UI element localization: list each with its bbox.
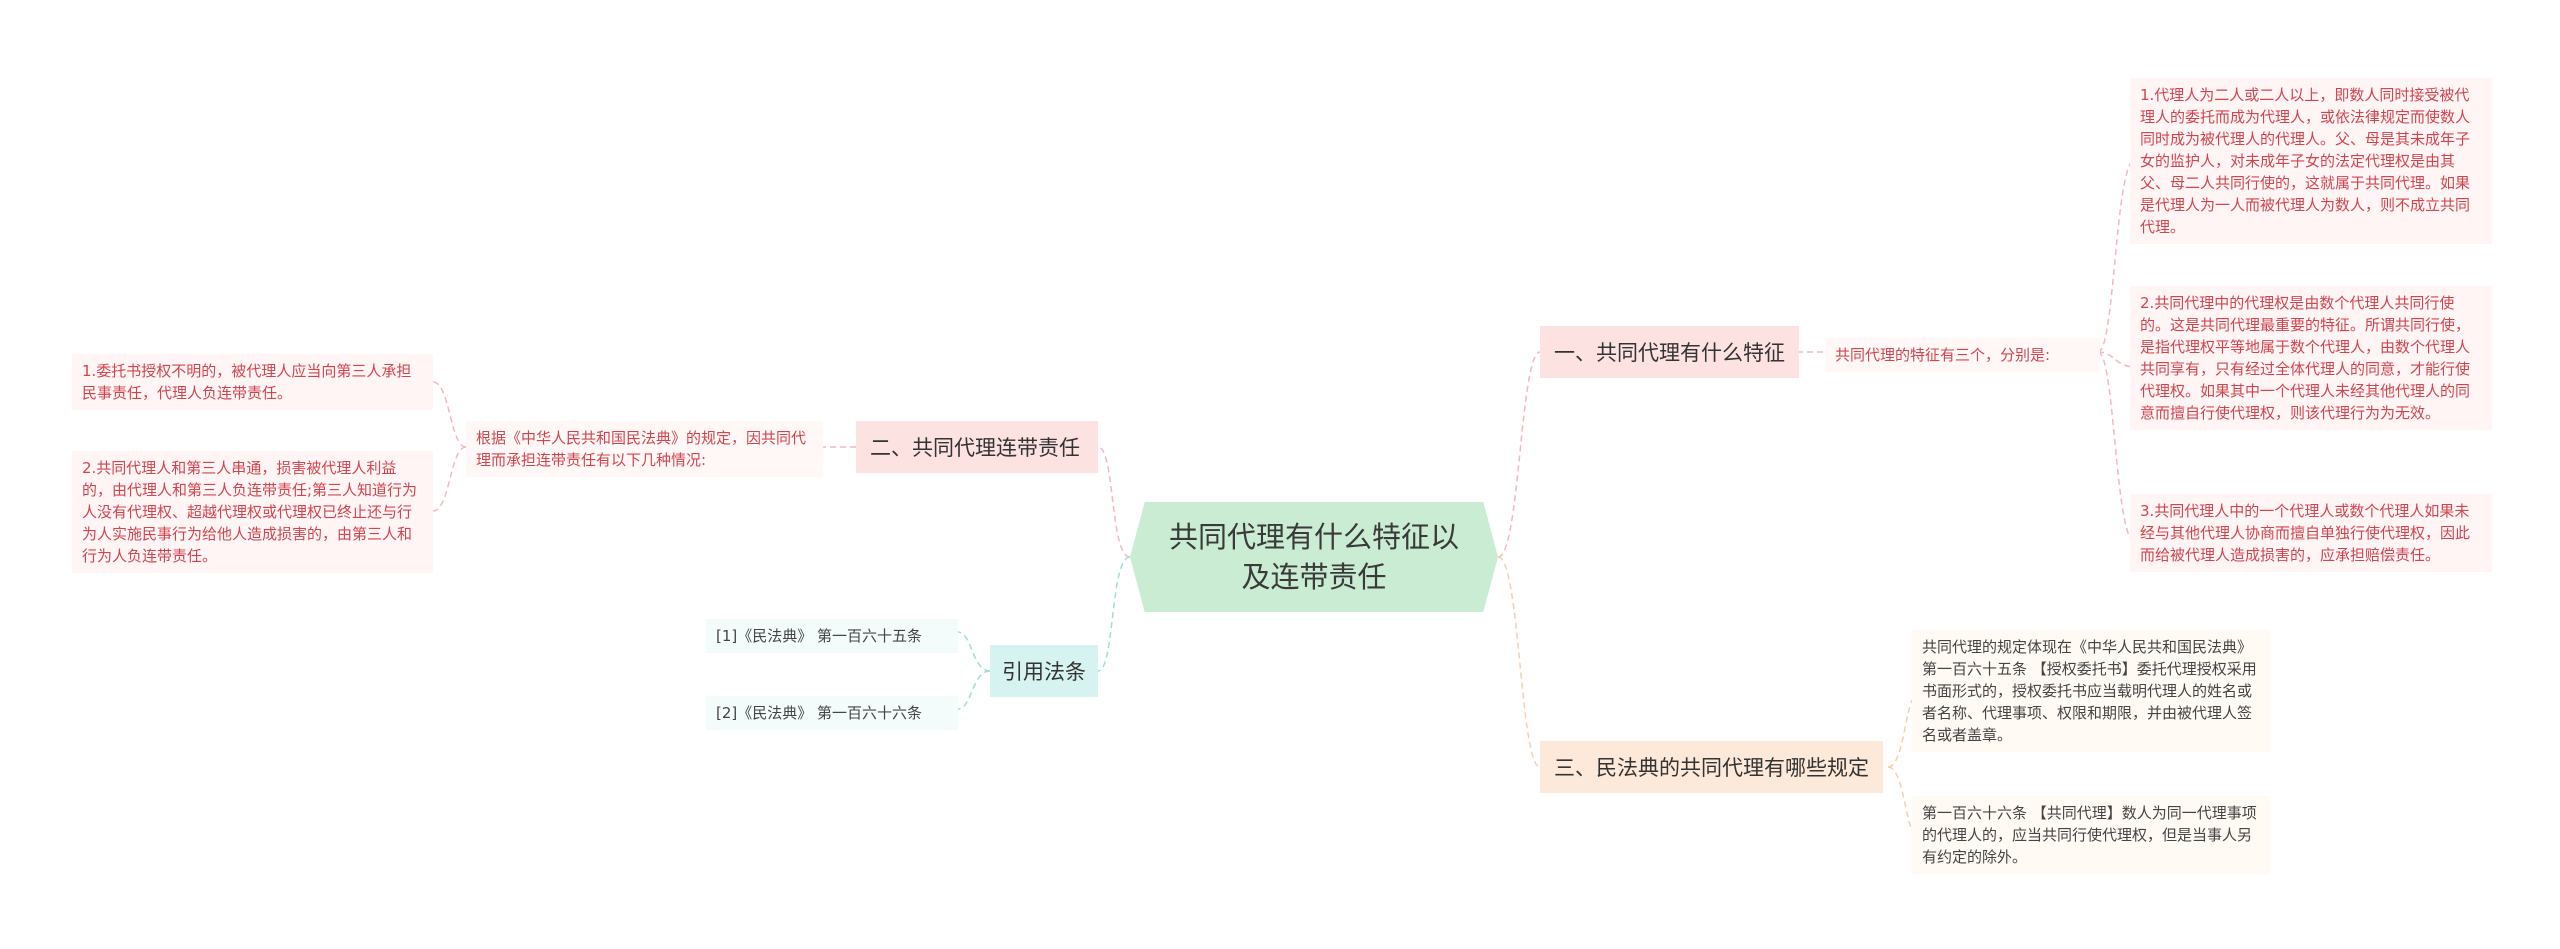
cited-law-item-2-text: [2]《民法典》 第一百六十六条 (716, 704, 923, 722)
branch-features-label: 一、共同代理有什么特征 (1554, 341, 1785, 365)
civil-code-item-2[interactable]: 第一百六十六条 【共同代理】数人为同一代理事项的代理人的，应当共同行使代理权，但… (1912, 796, 2270, 874)
civil-code-item-1-text: 共同代理的规定体现在《中华人民共和国民法典》第一百六十五条 【授权委托书】委托代… (1922, 638, 2257, 744)
civil-code-item-2-text: 第一百六十六条 【共同代理】数人为同一代理事项的代理人的，应当共同行使代理权，但… (1922, 804, 2257, 866)
liability-item-2-text: 2.共同代理人和第三人串通，损害被代理人利益的，由代理人和第三人负连带责任;第三… (82, 459, 418, 565)
link-b4-item1 (957, 631, 991, 672)
liability-item-2[interactable]: 2.共同代理人和第三人串通，损害被代理人利益的，由代理人和第三人负连带责任;第三… (72, 451, 433, 573)
root-title: 共同代理有什么特征以及连带责任 (1168, 520, 1459, 594)
liability-item-1-text: 1.委托书授权不明的，被代理人应当向第三人承担民事责任，代理人负连带责任。 (82, 362, 412, 402)
features-item-2[interactable]: 2.共同代理中的代理权是由数个代理人共同行使的。这是共同代理最重要的特征。所谓共… (2130, 286, 2492, 430)
liability-item-1[interactable]: 1.委托书授权不明的，被代理人应当向第三人承担民事责任，代理人负连带责任。 (72, 354, 433, 410)
branch-features[interactable]: 一、共同代理有什么特征 (1540, 326, 1799, 378)
link-b1-item3 (2097, 351, 2136, 543)
link-b2-item2 (432, 446, 467, 512)
features-summary[interactable]: 共同代理的特征有三个，分别是: (1825, 338, 2100, 372)
branch-joint-liability[interactable]: 二、共同代理连带责任 (856, 421, 1098, 473)
link-root-b2 (1097, 446, 1131, 558)
link-root-b1 (1497, 351, 1541, 558)
features-item-3-text: 3.共同代理人中的一个代理人或数个代理人如果未经与其他代理人协商而擅自单独行使代… (2140, 502, 2471, 564)
branch-cited-laws-label: 引用法条 (1002, 660, 1086, 684)
features-item-1-text: 1.代理人为二人或二人以上，即数人同时接受被代理人的委托而成为代理人，或依法律规… (2140, 86, 2471, 236)
branch-civil-code-rules[interactable]: 三、民法典的共同代理有哪些规定 (1540, 741, 1883, 793)
features-summary-text: 共同代理的特征有三个，分别是: (1835, 346, 2051, 364)
link-b3-item1 (1887, 693, 1919, 768)
cited-law-item-1-text: [1]《民法典》 第一百六十五条 (716, 627, 923, 645)
features-item-1[interactable]: 1.代理人为二人或二人以上，即数人同时接受被代理人的委托而成为代理人，或依法律规… (2130, 78, 2492, 244)
branch-joint-liability-label: 二、共同代理连带责任 (870, 436, 1080, 460)
liability-summary-text: 根据《中华人民共和国民法典》的规定，因共同代理而承担连带责任有以下几种情况: (476, 429, 807, 469)
features-item-2-text: 2.共同代理中的代理权是由数个代理人共同行使的。这是共同代理最重要的特征。所谓共… (2140, 294, 2471, 422)
link-b2-item1 (432, 381, 467, 448)
link-b1-item1 (2097, 159, 2136, 353)
link-b1-item2 (2097, 351, 2136, 368)
link-root-b4 (1097, 556, 1131, 672)
root-topic[interactable]: 共同代理有什么特征以及连带责任 (1130, 502, 1498, 612)
liability-summary[interactable]: 根据《中华人民共和国民法典》的规定，因共同代理而承担连带责任有以下几种情况: (466, 421, 823, 477)
link-b4-item2 (957, 670, 991, 710)
cited-law-item-2[interactable]: [2]《民法典》 第一百六十六条 (706, 696, 958, 730)
branch-civil-code-rules-label: 三、民法典的共同代理有哪些规定 (1554, 756, 1869, 780)
features-item-3[interactable]: 3.共同代理人中的一个代理人或数个代理人如果未经与其他代理人协商而擅自单独行使代… (2130, 494, 2492, 572)
civil-code-item-1[interactable]: 共同代理的规定体现在《中华人民共和国民法典》第一百六十五条 【授权委托书】委托代… (1912, 630, 2270, 752)
link-root-b3 (1497, 556, 1541, 768)
branch-cited-laws[interactable]: 引用法条 (990, 645, 1098, 697)
cited-law-item-1[interactable]: [1]《民法典》 第一百六十五条 (706, 619, 958, 653)
